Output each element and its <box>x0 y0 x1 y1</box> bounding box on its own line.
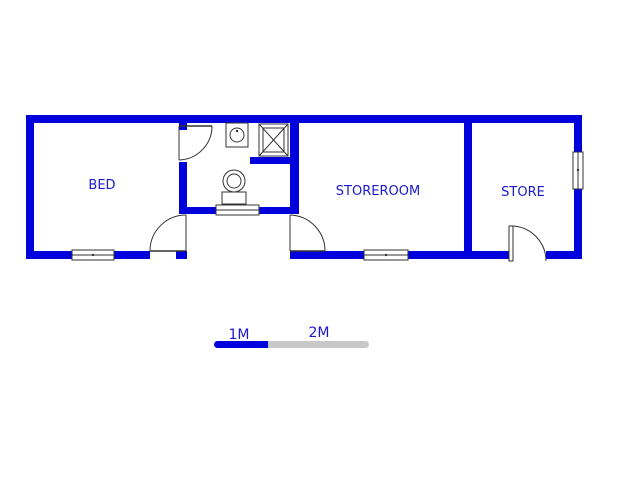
room-label-store: STORE <box>501 185 545 200</box>
wall-partition <box>464 115 472 259</box>
wall-bath-right <box>290 115 299 214</box>
wall-bath-bottom-right <box>259 207 299 214</box>
bathroom-fixtures <box>221 122 289 205</box>
windows <box>71 151 584 261</box>
door-storeroom-entry <box>289 214 326 252</box>
scale-bar-empty <box>265 341 369 348</box>
scale-label-2m: 2M <box>309 325 330 341</box>
wall-top <box>26 115 582 123</box>
window-storeroom <box>363 249 409 261</box>
window-bath <box>215 204 260 216</box>
door-bed-entry <box>149 214 187 252</box>
door-store <box>508 225 547 262</box>
basin-icon <box>225 122 249 148</box>
window-store <box>572 151 584 190</box>
scale-bar: 1M 2M <box>214 325 369 348</box>
room-label-storeroom: STOREROOM <box>336 184 420 199</box>
wall-bath-left <box>179 162 187 214</box>
wall-right-upper <box>574 115 582 152</box>
door-bath <box>178 125 213 161</box>
doors <box>149 125 547 262</box>
wall-bottom-d <box>290 251 364 259</box>
scale-label-1m: 1M <box>229 327 250 343</box>
wall-left <box>26 115 34 259</box>
wall-shower <box>250 157 290 164</box>
toilet-icon <box>221 169 247 205</box>
wall-bottom-a <box>26 251 72 259</box>
window-bed <box>71 249 115 261</box>
wall-right-lower <box>574 189 582 259</box>
shower-icon <box>258 123 289 157</box>
wall-bottom-e <box>408 251 512 259</box>
wall-bath-bottom-left <box>179 207 216 214</box>
room-label-bed: BED <box>88 178 115 193</box>
wall-bottom-f <box>546 251 582 259</box>
wall-bottom-b <box>114 251 150 259</box>
wall-bottom-c <box>176 251 187 259</box>
